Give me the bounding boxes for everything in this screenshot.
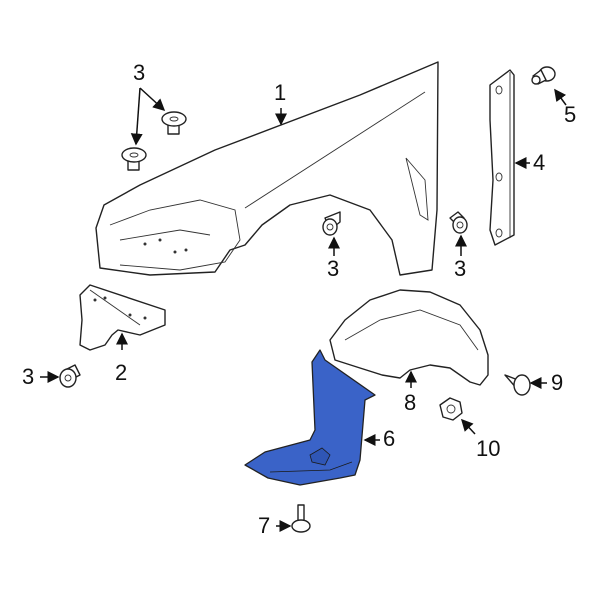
clip-part-5 xyxy=(531,66,556,85)
bracket-part-2 xyxy=(79,284,166,351)
callout-5: 5 xyxy=(564,102,577,127)
callout-3-upper-left: 3 xyxy=(133,60,146,85)
callout-3-lower-left: 3 xyxy=(22,364,35,389)
clip-part-3-right xyxy=(449,211,468,234)
callout-3-center: 3 xyxy=(327,256,340,281)
callout-2: 2 xyxy=(115,360,128,385)
clip-part-3-lower xyxy=(121,147,147,171)
nut-part-10 xyxy=(439,397,463,421)
screw-part-9 xyxy=(504,374,531,396)
screw-part-7 xyxy=(291,504,311,533)
callout-7: 7 xyxy=(258,513,271,538)
callout-10: 10 xyxy=(476,436,501,461)
callout-8: 8 xyxy=(404,390,417,415)
fender-part xyxy=(95,61,439,276)
callout-9: 9 xyxy=(551,370,564,395)
support-bracket-part xyxy=(489,69,515,246)
clip-part-3-center xyxy=(322,211,341,236)
splash-shield-part xyxy=(244,349,376,486)
callout-3-right: 3 xyxy=(454,256,467,281)
callout-arrows xyxy=(40,87,567,532)
fender-liner-part xyxy=(329,289,489,386)
callout-6: 6 xyxy=(383,426,396,451)
callout-4: 4 xyxy=(533,150,546,175)
clip-part-3-bottom-left xyxy=(59,364,81,388)
clip-part-3-upper xyxy=(161,111,187,135)
callout-1: 1 xyxy=(274,80,287,105)
